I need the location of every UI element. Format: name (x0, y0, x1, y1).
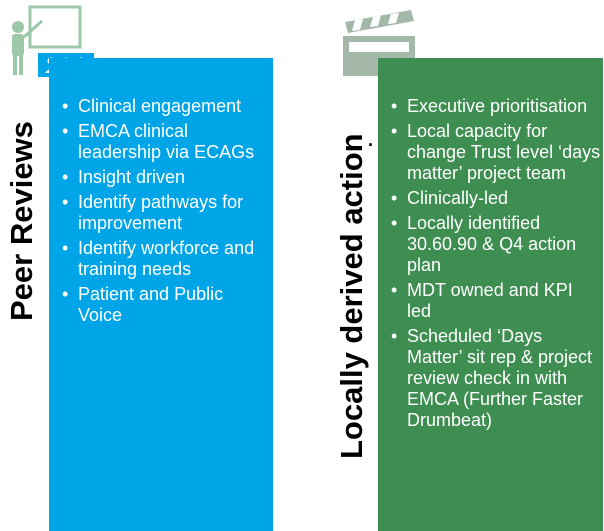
list-item: Clinical engagement (56, 96, 270, 117)
list-item: Local capacity for change Trust level ‘d… (385, 121, 601, 184)
list-item: Patient and Public Voice (56, 284, 270, 326)
list-item: Insight driven (56, 167, 270, 188)
peer-reviews-panel: Clinical engagement EMCA clinical leader… (49, 58, 273, 531)
list-item: Identify pathways for improvement (56, 192, 270, 234)
locally-derived-action-panel: Executive prioritisation Local capacity … (378, 58, 603, 531)
list-item: Executive prioritisation (385, 96, 601, 117)
locally-derived-action-list: Executive prioritisation Local capacity … (385, 96, 601, 435)
list-item: Clinically-led (385, 188, 601, 209)
list-item: Scheduled ‘Days Matter’ sit rep & projec… (385, 326, 601, 431)
title-dot: . (368, 130, 374, 150)
list-item: Locally identified 30.60.90 & Q4 action … (385, 213, 601, 276)
list-item: MDT owned and KPI led (385, 280, 601, 322)
locally-derived-action-title: Locally derived action (334, 133, 369, 459)
list-item: EMCA clinical leadership via ECAGs (56, 121, 270, 163)
peer-reviews-list: Clinical engagement EMCA clinical leader… (56, 96, 270, 330)
list-item: Identify workforce and training needs (56, 238, 270, 280)
peer-reviews-title: Peer Reviews (4, 121, 39, 321)
